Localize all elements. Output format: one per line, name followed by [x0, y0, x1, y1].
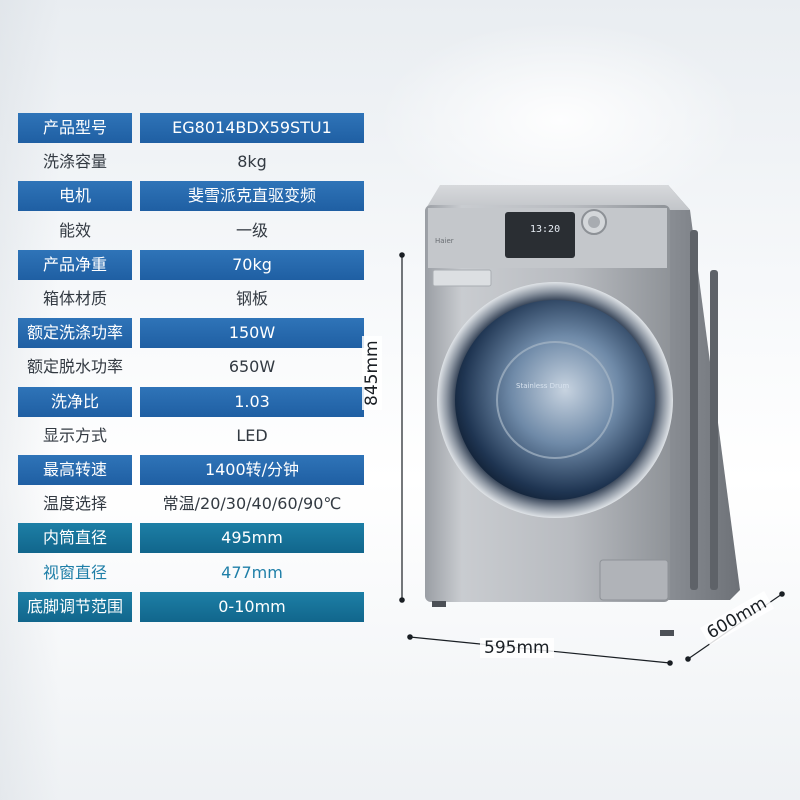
spec-label: 底脚调节范围 — [18, 592, 132, 622]
drum-inner — [496, 341, 614, 459]
spec-value: 8kg — [237, 152, 267, 171]
foot-left — [432, 601, 446, 607]
spec-row: 洗涤容量 8kg — [18, 147, 364, 177]
spec-row: 最高转速 1400转/分钟 — [18, 455, 364, 485]
spec-label: 产品型号 — [18, 113, 132, 143]
brand-logo: Haier — [435, 237, 454, 245]
spec-label: 显示方式 — [42, 426, 107, 445]
spec-row: 洗净比 1.03 — [18, 387, 364, 417]
window-label: Stainless Drum — [516, 382, 569, 390]
display-panel — [505, 212, 575, 258]
spec-row: 内筒直径 495mm — [18, 523, 364, 553]
spec-row: 产品型号 EG8014BDX59STU1 — [18, 113, 364, 143]
spec-value: 150W — [140, 318, 364, 348]
spec-label: 电机 — [18, 181, 132, 211]
spec-row: 电机斐雪派克直驱变频 — [18, 181, 364, 211]
spec-row: 底脚调节范围 0-10mm — [18, 592, 364, 622]
side-vent-2 — [710, 270, 718, 590]
spec-value: 70kg — [140, 250, 364, 280]
spec-label: 温度选择 — [42, 494, 107, 513]
spec-row: 额定脱水功率 650W — [18, 352, 364, 382]
side-vent-1 — [690, 230, 698, 590]
spec-value: 常温/20/30/40/60/90℃ — [162, 494, 342, 513]
door-glass[interactable] — [455, 300, 655, 500]
machine-side — [668, 185, 740, 600]
spec-label: 产品净重 — [18, 250, 132, 280]
height-dimension-label: 845mm — [362, 336, 382, 410]
detergent-drawer[interactable] — [432, 269, 492, 287]
spec-label: 箱体材质 — [42, 289, 107, 308]
spec-value: 650W — [228, 357, 276, 376]
spec-row: 额定洗涤功率 150W — [18, 318, 364, 348]
spec-label: 能效 — [58, 221, 91, 240]
service-panel[interactable] — [599, 559, 669, 601]
spec-value: LED — [236, 426, 268, 445]
spec-row: 视窗直径 477mm — [18, 558, 364, 588]
machine-top — [425, 185, 690, 210]
spec-row: 温度选择 常温/20/30/40/60/90℃ — [18, 489, 364, 519]
spec-label: 洗涤容量 — [42, 152, 107, 171]
spec-value: 495mm — [140, 523, 364, 553]
spec-row: 显示方式 LED — [18, 421, 364, 451]
spec-label: 额定脱水功率 — [26, 357, 123, 376]
width-dimension-label: 595mm — [480, 638, 554, 658]
spec-value: EG8014BDX59STU1 — [140, 113, 364, 143]
spec-value: 1400转/分钟 — [140, 455, 364, 485]
spec-label: 最高转速 — [18, 455, 132, 485]
knob-center — [588, 216, 600, 228]
spec-value: 一级 — [235, 221, 268, 240]
spec-label: 额定洗涤功率 — [18, 318, 132, 348]
spec-value: 钢板 — [235, 289, 268, 308]
spec-label: 内筒直径 — [18, 523, 132, 553]
spec-value: 1.03 — [140, 387, 364, 417]
spec-label: 洗净比 — [18, 387, 132, 417]
display-readout: 13:20 — [530, 224, 560, 235]
spec-row: 能效 一级 — [18, 216, 364, 246]
spec-value: 斐雪派克直驱变频 — [140, 181, 364, 211]
spec-value: 0-10mm — [140, 592, 364, 622]
spec-row: 产品净重 70kg — [18, 250, 364, 280]
spec-row: 箱体材质 钢板 — [18, 284, 364, 314]
spec-value: 477mm — [221, 563, 283, 582]
spec-label: 视窗直径 — [42, 563, 107, 582]
foot-right — [660, 630, 674, 636]
